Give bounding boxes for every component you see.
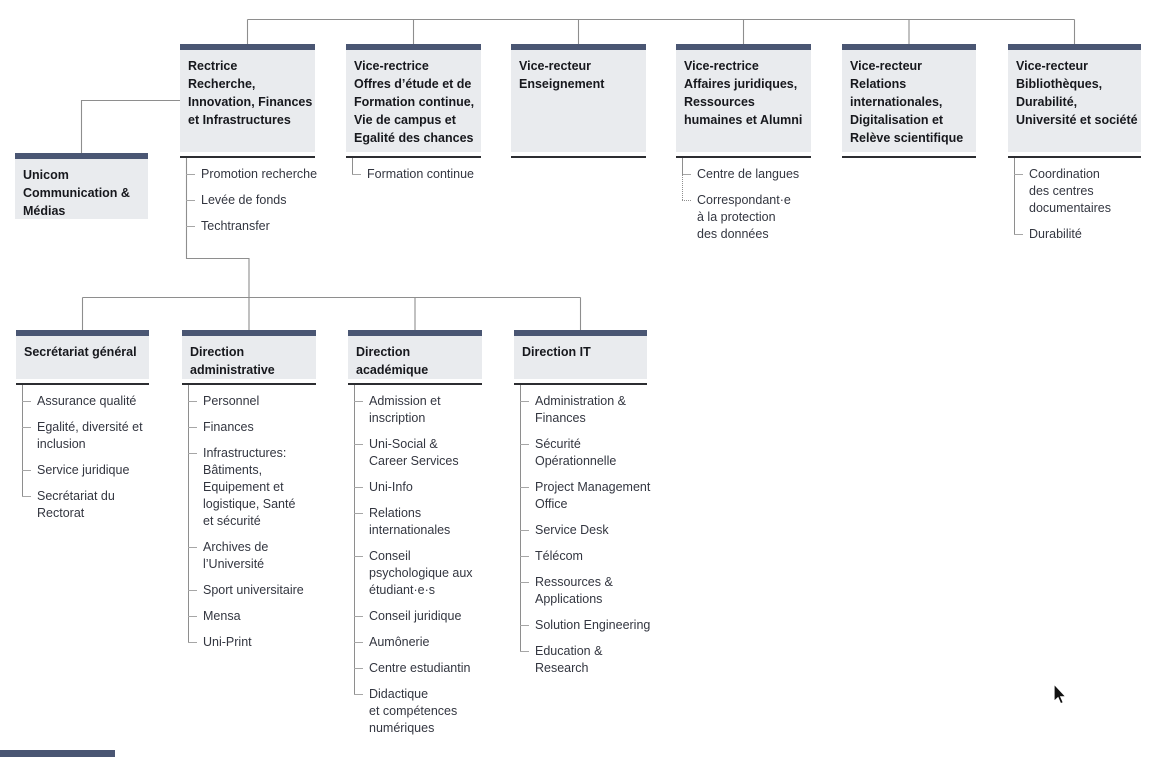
node-title: Direction administrative bbox=[190, 345, 275, 377]
org-item: Uni-Print bbox=[188, 634, 320, 660]
node-title: Secrétariat général bbox=[24, 345, 137, 359]
org-item: Relations internationales bbox=[354, 505, 486, 548]
node-title: Rectrice Recherche, Innovation, Finances… bbox=[188, 59, 313, 127]
node-underline bbox=[16, 383, 149, 385]
node-title: Vice-recteur Relations internationales, … bbox=[850, 59, 964, 145]
node-underline bbox=[180, 156, 315, 158]
org-node-relations: Vice-recteur Relations internationales, … bbox=[842, 44, 976, 152]
org-node-affaires: Vice-rectrice Affaires juridiques, Resso… bbox=[676, 44, 811, 152]
node-header-bar bbox=[16, 330, 149, 336]
node-header-bar bbox=[348, 330, 482, 336]
node-underline bbox=[676, 156, 811, 158]
node-underline bbox=[1008, 156, 1141, 158]
org-item: Administration & Finances bbox=[520, 385, 652, 436]
org-node-secretariat: Secrétariat général bbox=[16, 330, 149, 379]
node-header-bar bbox=[842, 44, 976, 50]
org-item: Techtransfer bbox=[186, 218, 318, 244]
org-node-unicom: Unicom Communication & Médias bbox=[15, 153, 148, 219]
org-item: Solution Engineering bbox=[520, 617, 652, 643]
org-item: Finances bbox=[188, 419, 320, 445]
org-node-bibliotheques: Vice-recteur Bibliothèques, Durabilité, … bbox=[1008, 44, 1141, 152]
org-item: Service Desk bbox=[520, 522, 652, 548]
org-node-dir_acad: Direction académique bbox=[348, 330, 482, 379]
org-item: Service juridique bbox=[22, 462, 154, 488]
org-node-enseignement: Vice-recteur Enseignement bbox=[511, 44, 646, 152]
node-underline bbox=[511, 156, 646, 158]
node-underline bbox=[348, 383, 482, 385]
node-header-bar bbox=[180, 44, 315, 50]
org-item: Project Management Office bbox=[520, 479, 652, 522]
org-item: Sport universitaire bbox=[188, 582, 320, 608]
org-item: Conseil juridique bbox=[354, 608, 486, 634]
org-item: Formation continue bbox=[352, 158, 484, 192]
node-title: Vice-recteur Bibliothèques, Durabilité, … bbox=[1016, 59, 1138, 127]
org-item: Archives de l’Université bbox=[188, 539, 320, 582]
node-header-bar bbox=[346, 44, 481, 50]
org-item: Durabilité bbox=[1014, 226, 1146, 252]
org-item: Admission et inscription bbox=[354, 385, 486, 436]
org-item: Uni-Info bbox=[354, 479, 486, 505]
org-item: Education & Research bbox=[520, 643, 652, 686]
node-header-bar bbox=[676, 44, 811, 50]
node-underline bbox=[182, 383, 316, 385]
org-item: Mensa bbox=[188, 608, 320, 634]
org-item: Levée de fonds bbox=[186, 192, 318, 218]
org-item: Secrétariat du Rectorat bbox=[22, 488, 154, 531]
org-item: Didactique et compétences numériques bbox=[354, 686, 486, 746]
node-header-bar bbox=[511, 44, 646, 50]
org-item: Coordination des centres documentaires bbox=[1014, 158, 1146, 226]
org-item: Assurance qualité bbox=[22, 385, 154, 419]
node-title: Vice-recteur Enseignement bbox=[519, 59, 605, 91]
node-items-list: Formation continue bbox=[352, 158, 484, 192]
node-header-bar bbox=[15, 153, 148, 159]
node-title: Unicom Communication & Médias bbox=[23, 168, 130, 218]
org-node-rectrice: Rectrice Recherche, Innovation, Finances… bbox=[180, 44, 315, 152]
org-item: Infrastructures: Bâtiments, Equipement e… bbox=[188, 445, 320, 539]
org-item: Egalité, diversité et inclusion bbox=[22, 419, 154, 462]
org-item: Aumônerie bbox=[354, 634, 486, 660]
node-header-bar bbox=[182, 330, 316, 336]
node-title: Vice-rectrice Affaires juridiques, Resso… bbox=[684, 59, 803, 127]
node-underline bbox=[842, 156, 976, 158]
org-item: Correspondant·e à la protection des donn… bbox=[682, 174, 814, 252]
node-title: Direction académique bbox=[356, 345, 429, 377]
org-item: Conseil psychologique aux étudiant·e·s bbox=[354, 548, 486, 608]
org-item: Sécurité Opérationnelle bbox=[520, 436, 652, 479]
node-title: Direction IT bbox=[522, 345, 591, 359]
org-item: Ressources & Applications bbox=[520, 574, 652, 617]
org-item: Centre de langues bbox=[682, 158, 814, 192]
clipped-box-bar bbox=[0, 750, 115, 757]
node-title: Vice-rectrice Offres d’étude et de Forma… bbox=[354, 59, 475, 145]
mouse-cursor-icon bbox=[1053, 682, 1071, 713]
node-underline bbox=[514, 383, 647, 385]
node-header-bar bbox=[514, 330, 647, 336]
org-item: Promotion recherche bbox=[186, 166, 318, 192]
org-item: Centre estudiantin bbox=[354, 660, 486, 686]
org-item: Personnel bbox=[188, 385, 320, 419]
org-node-dir_it: Direction IT bbox=[514, 330, 647, 379]
node-underline bbox=[346, 156, 481, 158]
org-item: Télécom bbox=[520, 548, 652, 574]
org-node-offres: Vice-rectrice Offres d’étude et de Forma… bbox=[346, 44, 481, 152]
org-item: Uni-Social & Career Services bbox=[354, 436, 486, 479]
node-header-bar bbox=[1008, 44, 1141, 50]
org-node-dir_admin: Direction administrative bbox=[182, 330, 316, 379]
